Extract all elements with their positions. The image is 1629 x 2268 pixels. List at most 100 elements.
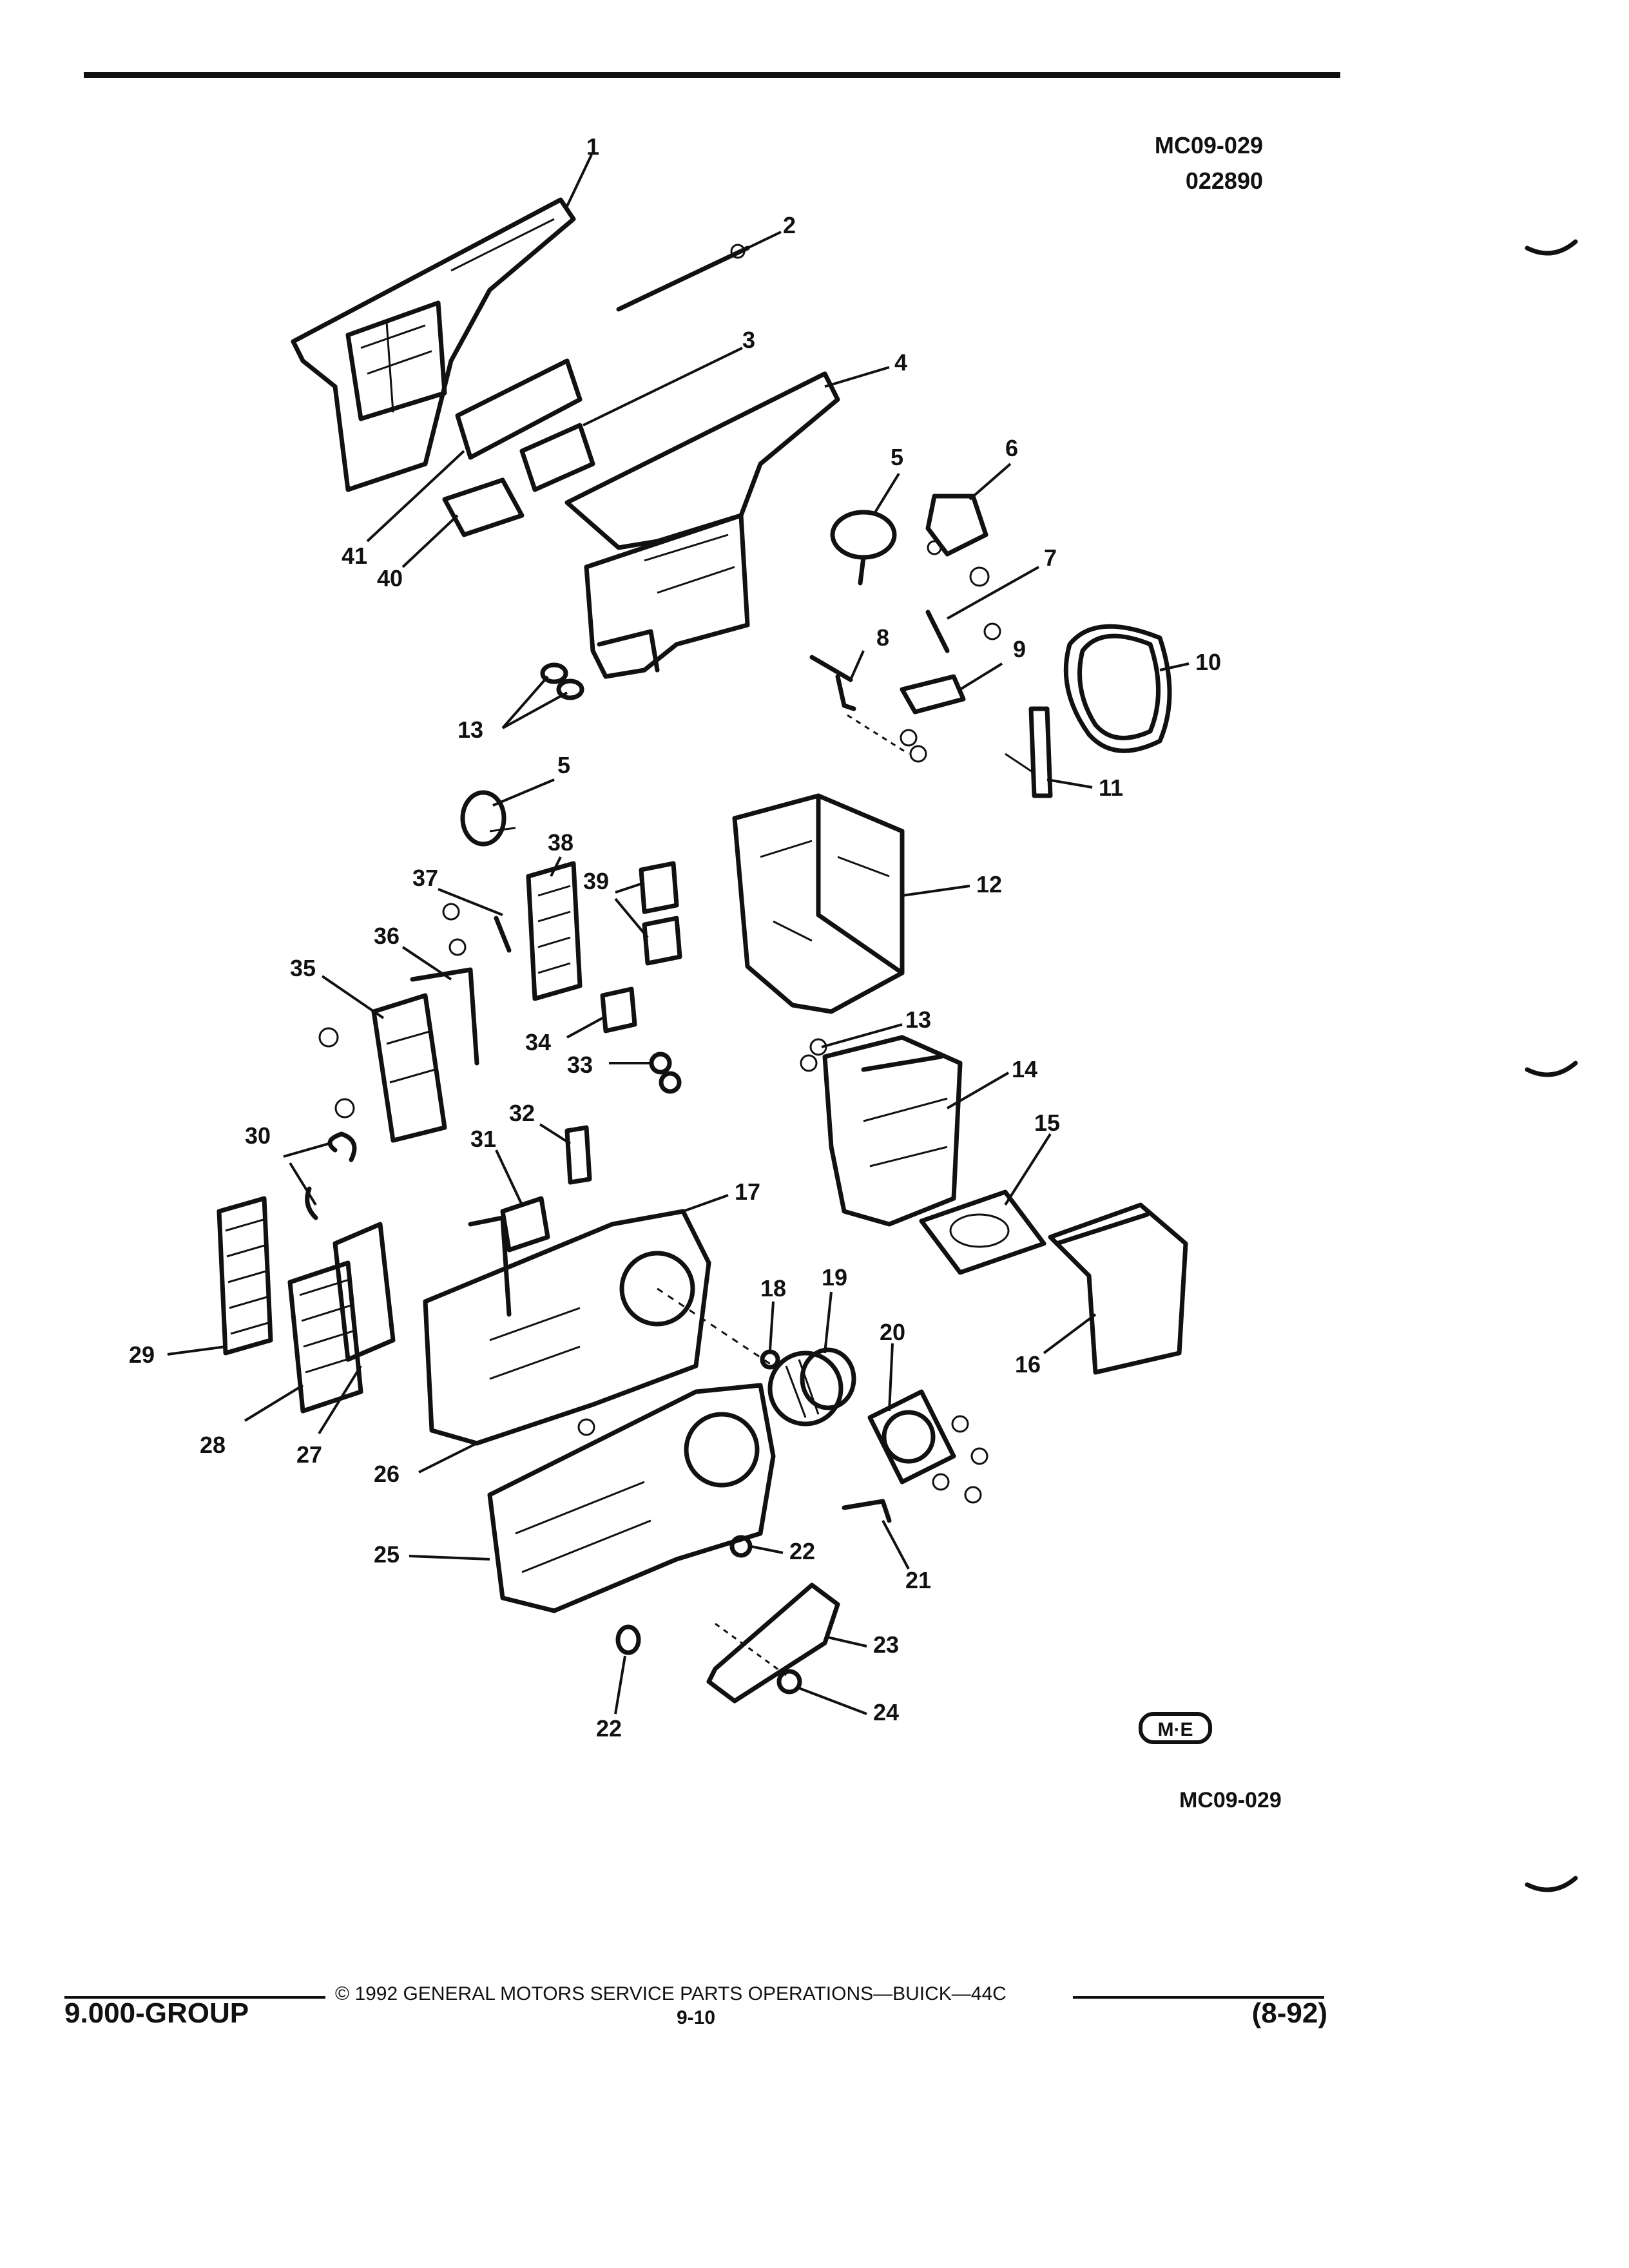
part-15-gasket <box>919 1189 1046 1275</box>
copyright-line: © 1992 GENERAL MOTORS SERVICE PARTS OPER… <box>335 1983 1007 2004</box>
part-27-seal <box>333 1222 396 1362</box>
callout-26: 26 <box>374 1461 400 1487</box>
part-29-core <box>217 1196 273 1356</box>
part-39-filters <box>639 861 682 966</box>
leader-34 <box>566 1017 603 1039</box>
callout-11: 11 <box>1099 774 1123 801</box>
callout-10: 10 <box>1195 649 1221 675</box>
leader-41 <box>366 450 465 543</box>
leader-25 <box>409 1555 490 1561</box>
callout-39: 39 <box>583 868 609 894</box>
callout-25: 25 <box>374 1541 400 1568</box>
callout-5: 5 <box>891 444 903 470</box>
part-35-module <box>318 993 447 1143</box>
leader-29 <box>167 1345 226 1356</box>
part-21-clip <box>842 1499 892 1523</box>
drawing-number: MC09-029 <box>1154 132 1263 159</box>
leader-23 <box>824 1635 867 1648</box>
callout-19: 19 <box>822 1264 847 1291</box>
callout-21: 21 <box>905 1567 931 1593</box>
part-38-module <box>526 861 583 1001</box>
callout-36: 36 <box>374 923 400 949</box>
callout-41: 41 <box>342 543 367 569</box>
part-8-lever <box>809 655 927 763</box>
part-13-screws <box>540 662 584 700</box>
callout-32: 32 <box>509 1100 535 1126</box>
callout-7: 7 <box>1044 544 1057 571</box>
leader-1 <box>566 154 593 207</box>
leader-14 <box>946 1072 1010 1110</box>
part-11-bracket <box>1005 706 1053 798</box>
callout-24: 24 <box>873 1699 899 1725</box>
part-24-bolt <box>715 1622 802 1695</box>
leader-12 <box>901 885 970 897</box>
leader-5b <box>492 778 555 807</box>
leader-18 <box>769 1301 775 1350</box>
part-3-seal <box>455 358 595 492</box>
part-23-bracket <box>706 1582 840 1704</box>
part-22-plug <box>729 1535 753 1558</box>
punch-mark <box>1525 1061 1578 1077</box>
leader-40 <box>401 514 459 568</box>
part-5-actuator <box>830 510 897 586</box>
part-4-duct <box>564 371 840 679</box>
part-26-case-half <box>423 1209 774 1446</box>
part-12-case <box>732 793 905 1014</box>
footer-rule-right <box>1073 1996 1324 1999</box>
page-number: 9-10 <box>677 2007 716 2028</box>
leader-9 <box>959 662 1003 691</box>
part-5b-actuator <box>460 790 516 847</box>
callout-9: 9 <box>1013 636 1026 662</box>
callout-30: 30 <box>245 1122 271 1149</box>
callout-38: 38 <box>548 829 574 856</box>
leader-15 <box>1004 1133 1052 1206</box>
part-18-washer <box>760 1349 780 1370</box>
callout-2: 2 <box>783 212 796 238</box>
revision-code: (8-92) <box>1251 1997 1327 2029</box>
leader-13b <box>821 1023 903 1048</box>
leader-27 <box>318 1365 362 1435</box>
leader-39 <box>614 881 649 939</box>
logo-text: M·E <box>1158 1719 1193 1740</box>
callout-6: 6 <box>1005 435 1018 461</box>
part-31-flap <box>500 1196 550 1253</box>
leader-10 <box>1159 662 1190 671</box>
leader-37 <box>438 888 503 916</box>
leader-11 <box>1046 778 1093 789</box>
leader-19 <box>824 1291 833 1354</box>
callout-27: 27 <box>296 1441 322 1468</box>
callout-31: 31 <box>470 1126 496 1152</box>
part-22b-plug <box>615 1624 641 1655</box>
leader-20 <box>888 1343 894 1412</box>
leader-4 <box>824 366 890 388</box>
part-1-duct-panel <box>291 197 576 492</box>
leader-2 <box>747 231 782 249</box>
callout-34: 34 <box>525 1029 551 1055</box>
part-14-case <box>822 1035 963 1227</box>
top-rule <box>84 72 1340 78</box>
figure-id: MC09-029 <box>1179 1788 1282 1812</box>
part-20-blower-motor <box>867 1389 988 1504</box>
punch-mark <box>1525 239 1578 256</box>
part-2-rod <box>616 244 750 312</box>
callout-28: 28 <box>200 1432 226 1458</box>
callout-20: 20 <box>880 1319 905 1345</box>
part-9-actuator <box>900 674 966 715</box>
leader-17 <box>682 1194 729 1213</box>
leader-22b <box>614 1655 626 1715</box>
callout-5b: 5 <box>557 752 570 778</box>
leader-6 <box>969 463 1012 501</box>
callout-1: 1 <box>586 133 599 160</box>
part-32-bracket <box>564 1125 592 1185</box>
part-25-lower-case <box>487 1383 776 1613</box>
part-10-ring <box>1063 624 1172 753</box>
part-28-evaporator <box>287 1260 363 1414</box>
callout-17: 17 <box>735 1178 760 1205</box>
leader-36 <box>401 946 452 981</box>
leader-38 <box>550 856 562 877</box>
part-40-gasket <box>442 477 525 537</box>
me-logo: M·E <box>1139 1712 1212 1744</box>
part-7-link <box>925 566 1001 653</box>
date-code: 022890 <box>1185 168 1263 194</box>
